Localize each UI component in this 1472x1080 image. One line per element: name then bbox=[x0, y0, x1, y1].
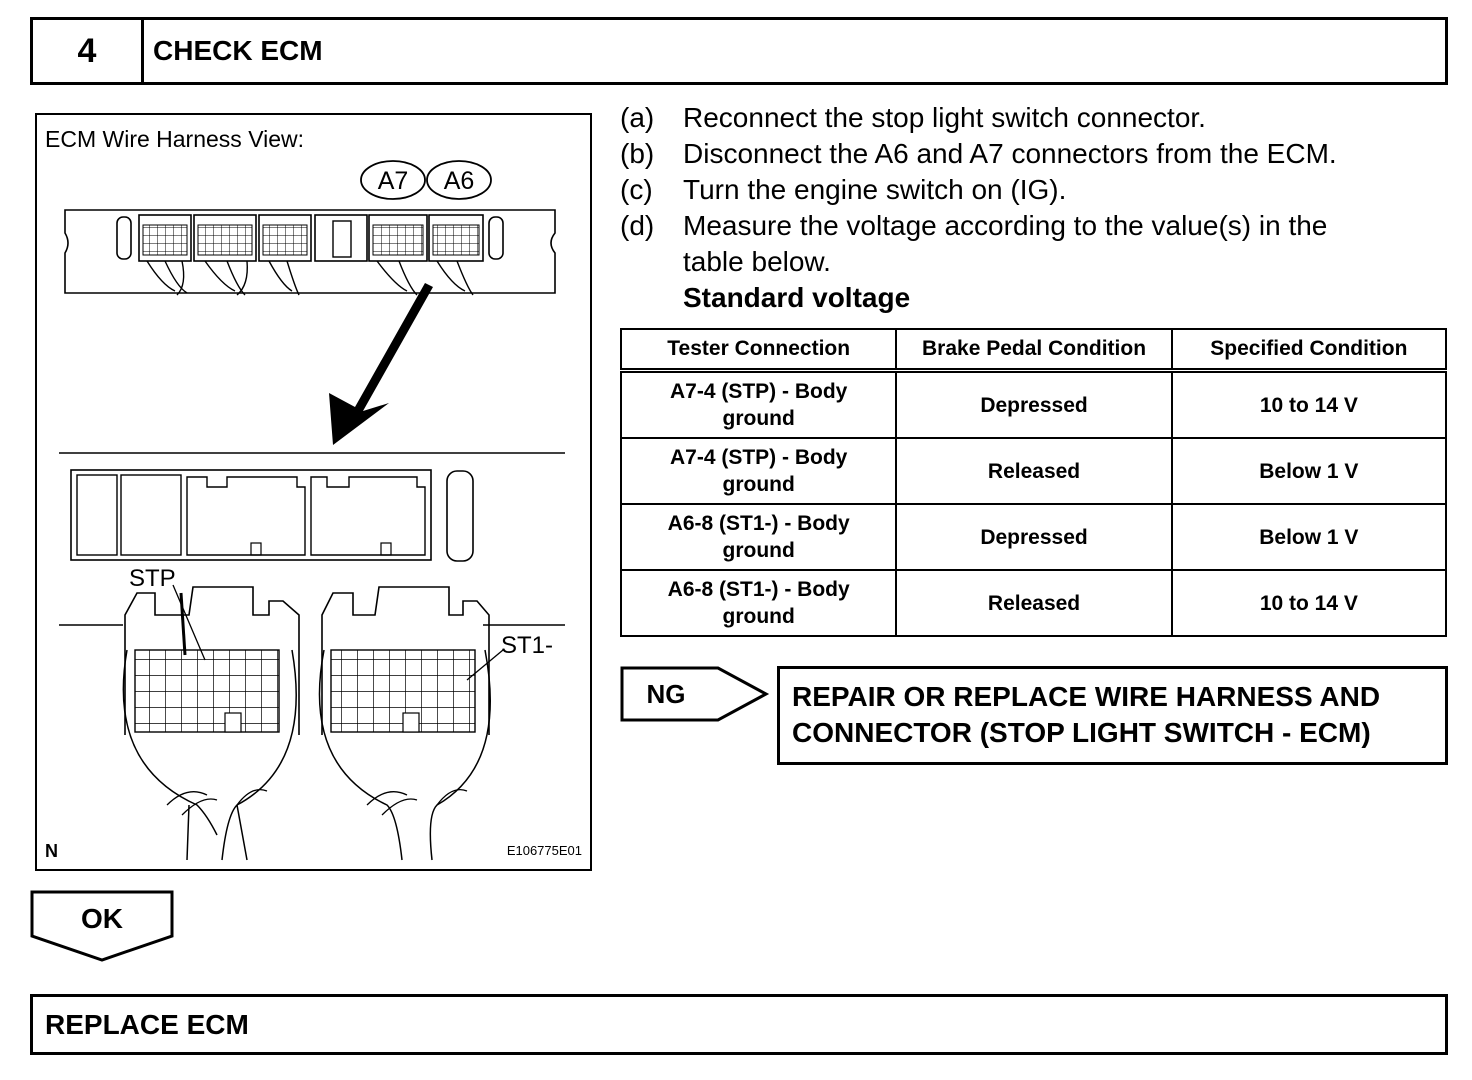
cell-pedal-condition: Released bbox=[895, 437, 1173, 505]
col-header-pedal: Brake Pedal Condition bbox=[895, 328, 1173, 372]
ng-result-line-2: CONNECTOR (STOP LIGHT SWITCH - ECM) bbox=[792, 717, 1371, 748]
cell-specified-condition: Below 1 V bbox=[1170, 437, 1448, 505]
step-header: 4 CHECK ECM bbox=[30, 17, 1448, 85]
ecm-top-view bbox=[64, 209, 556, 296]
instruction-text: table below. bbox=[683, 246, 831, 277]
a6-label-circle bbox=[426, 160, 492, 200]
standard-voltage-table: Tester Connection Brake Pedal Condition … bbox=[619, 328, 1448, 637]
a7-label: A7 bbox=[378, 167, 409, 195]
final-step-text: REPLACE ECM bbox=[45, 1009, 249, 1040]
instruction-label: (a) bbox=[620, 102, 655, 133]
instruction-label: (d) bbox=[620, 210, 655, 241]
standard-voltage-label: Standard voltage bbox=[683, 282, 911, 313]
cell-pedal-condition: Depressed bbox=[895, 368, 1173, 439]
ng-result-text: REPAIR OR REPLACE WIRE HARNESS AND CONNE… bbox=[792, 679, 1380, 751]
instruction-text: Disconnect the A6 and A7 connectors from… bbox=[683, 138, 1337, 169]
step-title: CHECK ECM bbox=[153, 35, 323, 66]
ng-result-box: REPAIR OR REPLACE WIRE HARNESS AND CONNE… bbox=[777, 666, 1448, 765]
ok-label: OK bbox=[81, 903, 123, 934]
cell-specified-condition: 10 to 14 V bbox=[1170, 569, 1448, 637]
a6-label: A6 bbox=[444, 167, 475, 195]
ng-branch-arrow: NG bbox=[620, 666, 770, 731]
stp-pin-label: STP bbox=[129, 565, 176, 592]
col-header-tester: Tester Connection bbox=[619, 328, 898, 372]
a7-label-circle bbox=[360, 160, 426, 200]
cell-specified-condition: 10 to 14 V bbox=[1170, 368, 1448, 439]
instruction-label: (b) bbox=[620, 138, 655, 169]
a6-connector bbox=[318, 586, 504, 861]
diagram-title: ECM Wire Harness View: bbox=[45, 126, 304, 152]
figure-id: E106775E01 bbox=[507, 843, 582, 858]
ng-label: NG bbox=[647, 679, 686, 709]
cell-pedal-condition: Released bbox=[895, 569, 1173, 637]
ng-result-line-1: REPAIR OR REPLACE WIRE HARNESS AND bbox=[792, 681, 1381, 712]
instruction-text: Measure the voltage according to the val… bbox=[683, 210, 1328, 241]
a7-connector bbox=[122, 584, 300, 861]
diagram-corner-letter: N bbox=[45, 841, 58, 861]
col-header-spec: Specified Condition bbox=[1170, 328, 1448, 372]
final-step-box: REPLACE ECM bbox=[30, 994, 1448, 1055]
st1-pin-label: ST1- bbox=[501, 632, 553, 659]
step-number: 4 bbox=[33, 20, 144, 82]
instruction-label: (c) bbox=[620, 174, 653, 205]
table-header-row: Tester Connection Brake Pedal Condition … bbox=[619, 328, 1448, 372]
instruction-text: Turn the engine switch on (IG). bbox=[683, 174, 1067, 205]
ecm-wire-harness-diagram: ECM Wire Harness View: A7 A6 bbox=[35, 113, 592, 871]
cell-pedal-condition: Depressed bbox=[895, 503, 1173, 571]
zoom-arrow-icon bbox=[329, 283, 433, 445]
ok-branch-arrow: OK bbox=[30, 890, 176, 969]
ecm-connector-face bbox=[70, 469, 474, 562]
instruction-text: Reconnect the stop light switch connecto… bbox=[683, 102, 1206, 133]
ecm-connector-drawing: ECM Wire Harness View: A7 A6 bbox=[45, 126, 582, 861]
cell-specified-condition: Below 1 V bbox=[1170, 503, 1448, 571]
